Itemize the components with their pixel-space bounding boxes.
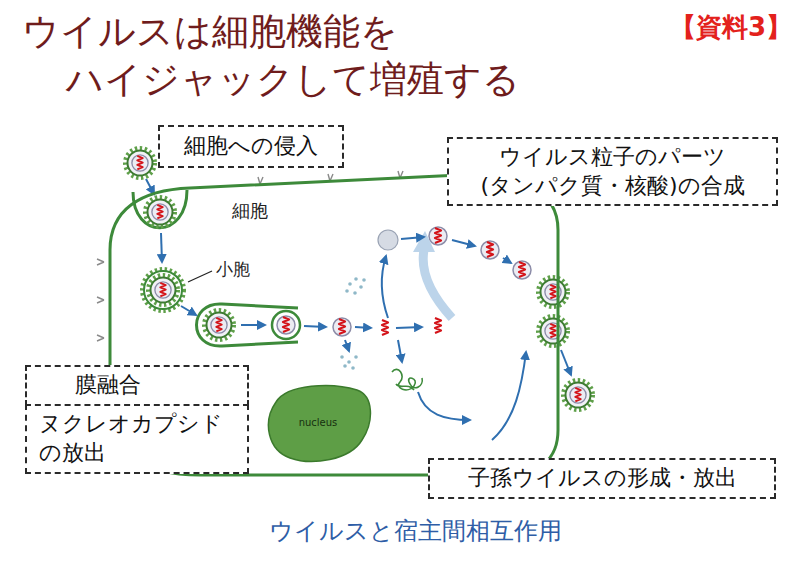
label-wrap: 小胞 bbox=[216, 259, 250, 279]
box-text: 子孫ウイルスの形成・放出 bbox=[438, 464, 766, 493]
part-label: 小胞 bbox=[216, 259, 250, 279]
box-text: 細胞への侵入 bbox=[168, 132, 334, 161]
box-text: ウイルス粒子のパーツ (タンパク質・核酸)の合成 bbox=[457, 143, 768, 200]
box-text: ヌクレオカプシド の放出 bbox=[39, 410, 239, 467]
caption: ウイルスと宿主間相互作用 bbox=[269, 516, 562, 547]
nucleus-label: nucleus bbox=[299, 417, 338, 429]
cell-label-wrap: 細胞 bbox=[232, 200, 268, 222]
process-box: 細胞への侵入 bbox=[158, 125, 344, 168]
nucleus-path bbox=[268, 386, 370, 462]
process-box: 子孫ウイルスの形成・放出 bbox=[428, 458, 776, 499]
process-box: ウイルス粒子のパーツ (タンパク質・核酸)の合成 bbox=[447, 137, 778, 206]
title-wrap: ウイルスは細胞機能を ハイジャックして増殖する bbox=[22, 8, 562, 104]
process-box: 膜融合 bbox=[25, 365, 249, 406]
process-box: ヌクレオカプシド の放出 bbox=[25, 404, 249, 474]
cell-label: 細胞 bbox=[232, 200, 268, 222]
document-tag: 【資料3】 bbox=[670, 12, 792, 43]
caption-wrap: ウイルスと宿主間相互作用 bbox=[15, 516, 800, 547]
label-wrap: 【資料3】 bbox=[670, 12, 792, 43]
title: ウイルスは細胞機能を ハイジャックして増殖する bbox=[22, 8, 562, 104]
nucleus-shape: nucleus bbox=[262, 382, 374, 464]
box-text: 膜融合 bbox=[75, 371, 239, 400]
